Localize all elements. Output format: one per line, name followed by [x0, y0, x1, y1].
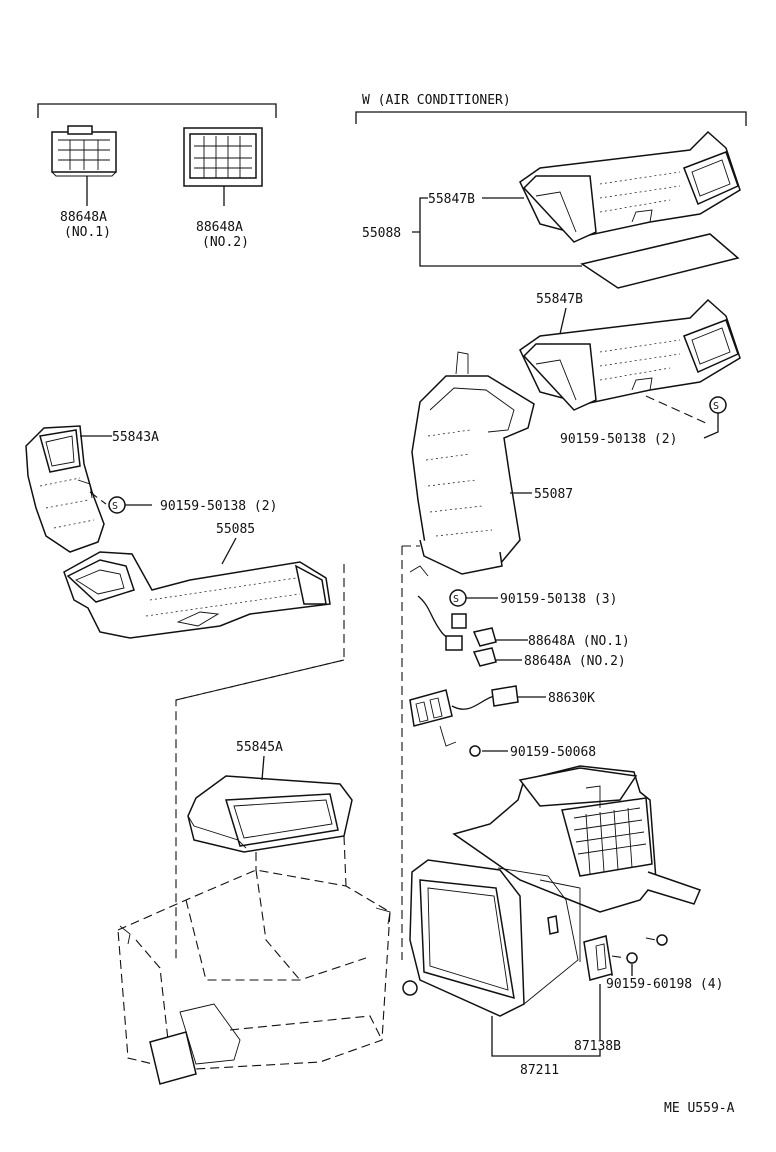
screw-mid-symbol: S — [449, 589, 467, 607]
air-conditioner-bracket — [355, 111, 747, 126]
screw-left-label: 90159-50138 (2) — [160, 499, 277, 514]
wiring-harness-drawing — [417, 595, 497, 667]
connector-no2-part-label: 88648A — [196, 220, 243, 235]
screw-mid-label: 90159-50138 (3) — [500, 592, 617, 607]
duct-assy-label: 55088 — [362, 226, 401, 241]
duct-left-label: 55085 — [216, 522, 255, 537]
connector-no2-drawing — [183, 127, 263, 206]
amplifier-label: 88630K — [548, 691, 595, 706]
resistor-drawing — [583, 935, 613, 981]
connector-no1-note: (NO.1) — [64, 225, 111, 240]
connector-group-bracket — [37, 103, 277, 118]
connector-no1-part-label: 88648A — [60, 210, 107, 225]
screw-right-label: 90159-50138 (2) — [560, 432, 677, 447]
case-label: 87211 — [520, 1063, 559, 1078]
blower-case-drawing — [117, 869, 391, 1085]
duct-center-label: 55087 — [534, 487, 573, 502]
bolt-label: 90159-50068 — [510, 745, 596, 760]
conn-no1-label: 88648A (NO.1) — [528, 634, 630, 649]
conn-no2-label: 88648A (NO.2) — [524, 654, 626, 669]
bolt-symbol — [469, 745, 481, 757]
connector-no1-drawing — [51, 125, 117, 206]
left-duct-drawing — [63, 551, 331, 639]
svg-text:S: S — [453, 594, 459, 605]
duct-lower-label: 55847B — [536, 292, 583, 307]
svg-text:S: S — [713, 401, 719, 412]
screw-right-symbol: S — [709, 396, 727, 414]
screw-case-label: 90159-60198 (4) — [606, 977, 723, 992]
screw-left-symbol: S — [108, 496, 126, 514]
vent-left-label: 55843A — [112, 430, 159, 445]
upper-duct-gasket — [580, 233, 740, 289]
case-screws — [611, 934, 668, 964]
connector-no2-note: (NO.2) — [202, 235, 249, 250]
outlet-drawing — [187, 775, 353, 853]
duct-upper-label: 55847B — [428, 192, 475, 207]
lower-duct-drawing — [519, 298, 741, 411]
air-conditioner-label: W (AIR CONDITIONER) — [362, 93, 511, 108]
diagram-code: ME U559-A — [664, 1101, 735, 1116]
resistor-label: 87138B — [574, 1039, 621, 1054]
svg-text:S: S — [112, 501, 118, 512]
left-vent-drawing — [25, 425, 105, 553]
amplifier-drawing — [409, 685, 519, 747]
evaporator-case-drawing — [402, 765, 702, 1017]
outlet-label: 55845A — [236, 740, 283, 755]
upper-duct-drawing — [519, 130, 741, 243]
center-duct-drawing — [411, 351, 535, 575]
